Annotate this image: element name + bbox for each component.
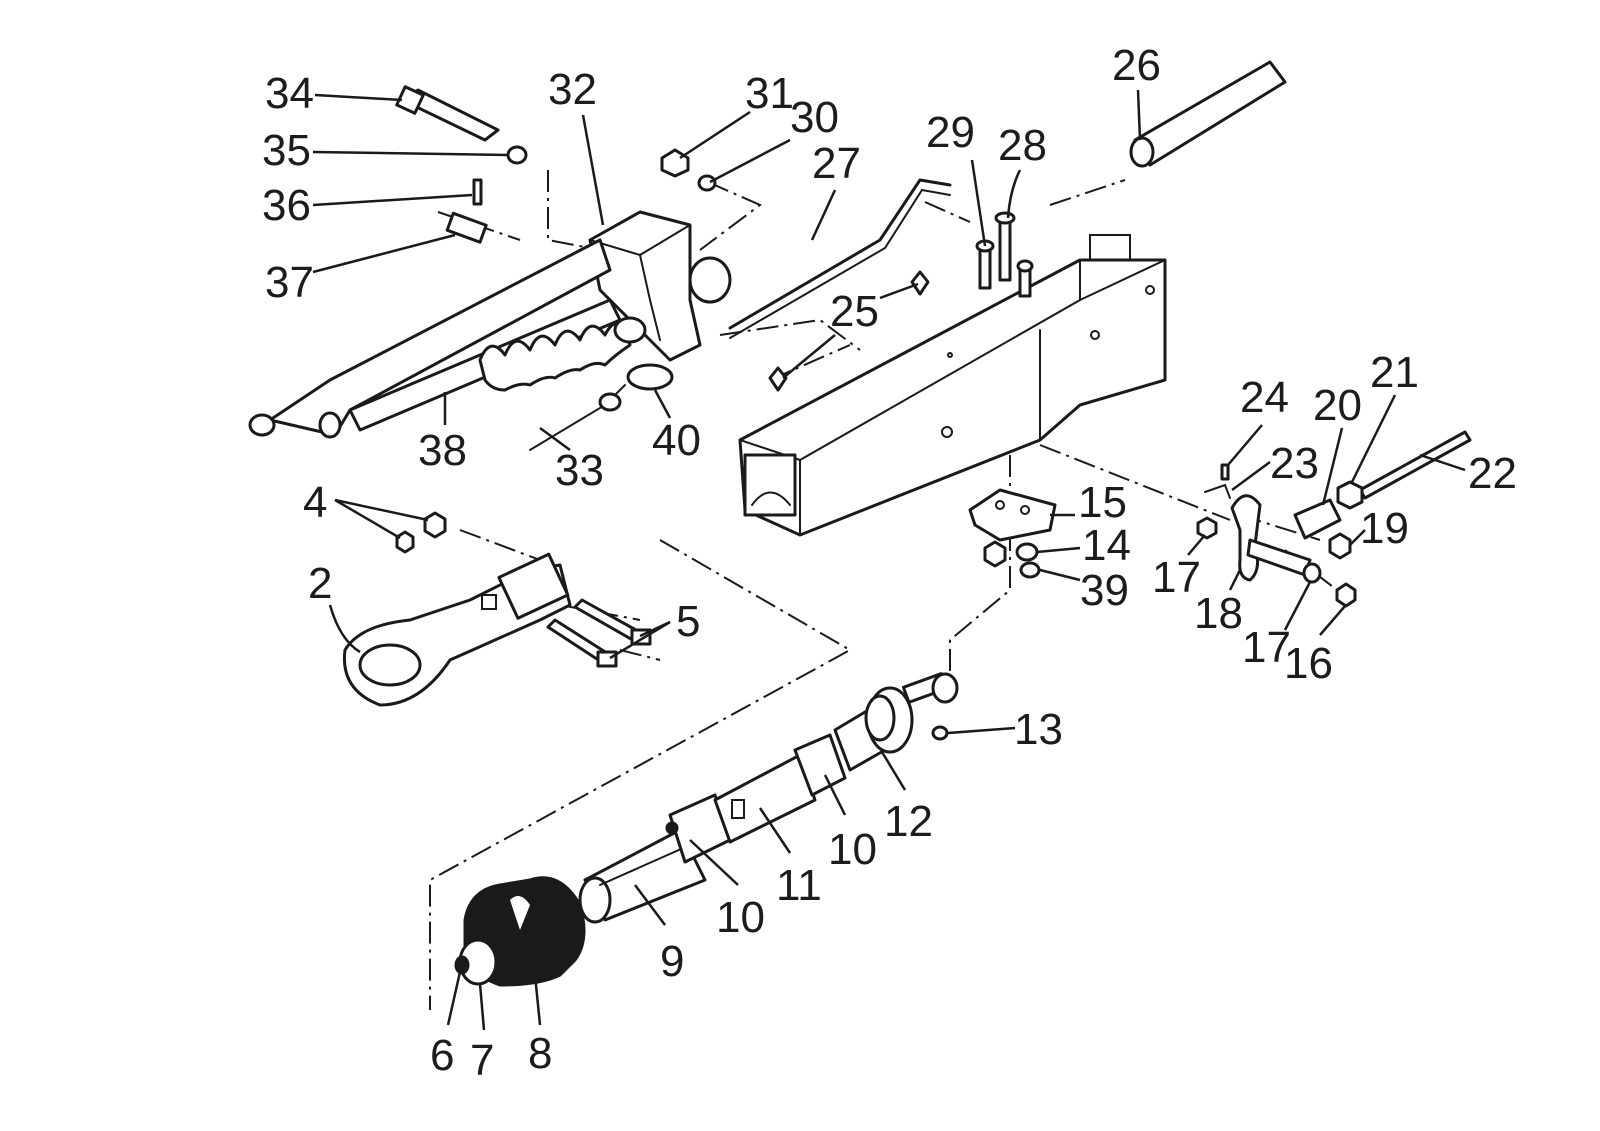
- part-17-washers: [1196, 516, 1322, 584]
- part-33-cable: [529, 384, 626, 451]
- label-36: 36: [262, 181, 311, 230]
- part-21-nut: [1336, 480, 1364, 510]
- label-38: 38: [418, 426, 467, 475]
- label-15: 15: [1078, 478, 1127, 527]
- label-9: 9: [660, 937, 684, 986]
- part-6-cap: [454, 955, 470, 975]
- label-28: 28: [998, 121, 1047, 170]
- label-4: 4: [303, 478, 327, 527]
- label-7: 7: [470, 1036, 494, 1085]
- label-13: 13: [1014, 705, 1063, 754]
- label-11: 11: [776, 861, 822, 910]
- part-4-nuts: [395, 511, 447, 554]
- label-22: 22: [1468, 449, 1517, 498]
- part-11-tube: [713, 753, 817, 844]
- part-36-pin: [472, 178, 483, 206]
- part-12-flange: [833, 672, 959, 772]
- label-8: 8: [528, 1029, 552, 1078]
- part-14-washer: [1015, 542, 1039, 562]
- part-16-nut: [1335, 582, 1357, 608]
- label-30: 30: [790, 93, 839, 142]
- part-30-washer: [697, 174, 717, 192]
- label-18: 18: [1194, 589, 1243, 638]
- label-14: 14: [1082, 521, 1131, 570]
- label-25: 25: [830, 287, 879, 336]
- label-24: 24: [1240, 373, 1289, 422]
- label-26: 26: [1112, 41, 1161, 90]
- label-10b: 10: [828, 825, 877, 874]
- label-2: 2: [308, 559, 332, 608]
- label-23: 23: [1270, 439, 1319, 488]
- label-21: 21: [1370, 348, 1419, 397]
- part-9-sleeve: [578, 828, 707, 924]
- part-10-collar-b: [793, 733, 847, 797]
- label-6: 6: [430, 1031, 454, 1080]
- label-12: 12: [884, 797, 933, 846]
- part-18-latch: [1230, 494, 1312, 582]
- part-19-nut: [1328, 532, 1352, 560]
- label-10a: 10: [716, 893, 765, 942]
- part-24-pin: [1220, 463, 1230, 481]
- label-34: 34: [265, 69, 314, 118]
- part-26-tube: [1129, 60, 1287, 168]
- part-20-block: [1293, 498, 1342, 540]
- label-27: 27: [812, 139, 861, 188]
- label-17b: 17: [1242, 623, 1291, 672]
- spring: [478, 316, 647, 392]
- label-31: 31: [745, 69, 794, 118]
- part-39-nuts: [983, 540, 1041, 579]
- label-20: 20: [1313, 381, 1362, 430]
- main-drawbar-beam: [738, 234, 1167, 537]
- label-32: 32: [548, 65, 597, 114]
- label-35: 35: [262, 126, 311, 175]
- part-2-towing-eye: [342, 552, 572, 707]
- label-17a: 17: [1152, 553, 1201, 602]
- part-25-nuts: [768, 270, 930, 392]
- label-40: 40: [652, 416, 701, 465]
- part-40-ring: [626, 363, 674, 391]
- label-16: 16: [1284, 639, 1333, 688]
- label-39: 39: [1080, 566, 1129, 615]
- label-33: 33: [555, 446, 604, 495]
- part-35-washer: [506, 145, 528, 165]
- part-labels: 34 35 36 37 32 31 30 27 29 28 26 25 38 3…: [262, 41, 1517, 1085]
- part-27-rod: [728, 178, 952, 339]
- label-19: 19: [1360, 504, 1409, 553]
- label-29: 29: [926, 108, 975, 157]
- label-5: 5: [676, 597, 700, 646]
- part-37-bolt: [445, 211, 488, 244]
- part-13-nut: [931, 725, 949, 741]
- part-15-plate: [968, 488, 1057, 542]
- part-34-bolt: [395, 85, 500, 142]
- part-23-clip: [1204, 483, 1231, 499]
- label-37: 37: [265, 258, 314, 307]
- part-28-29-bolts: [975, 211, 1034, 298]
- leader-lines: [312, 89, 1466, 1031]
